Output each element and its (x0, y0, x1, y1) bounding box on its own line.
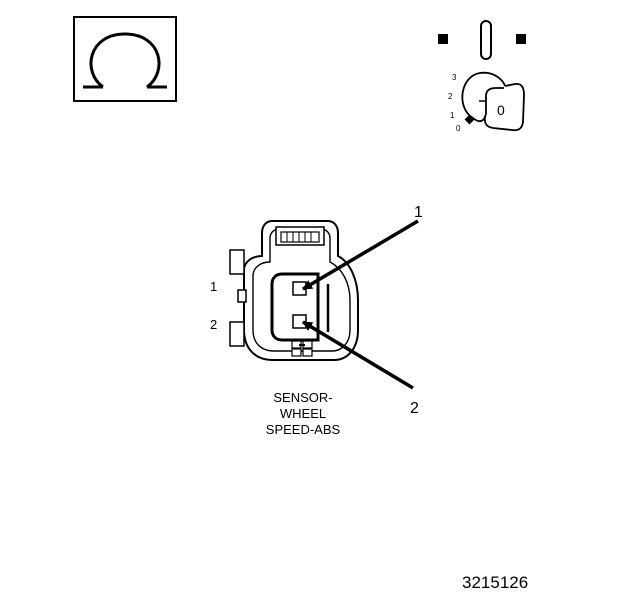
callout-label-1: 1 (414, 204, 423, 221)
connector-caption: SENSOR- WHEEL SPEED-ABS (266, 390, 341, 437)
connector-side-label-2: 2 (210, 317, 217, 332)
key-head-label: 0 (497, 102, 505, 118)
connector-side-label-1: 1 (210, 279, 217, 294)
omega-icon (83, 32, 167, 89)
callout-arrow-1 (302, 219, 419, 291)
key-position-2: 2 (448, 92, 453, 101)
ignition-key-icon: 3 2 1 0 0 (448, 71, 525, 133)
ohmmeter-symbol (73, 16, 177, 102)
key-position-0: 0 (456, 124, 461, 133)
key-position-1: 1 (450, 111, 455, 120)
callout-arrow-2 (302, 320, 414, 390)
indicator-left-mark (438, 34, 448, 44)
figure-id: 3215126 (462, 573, 528, 592)
caption-line-3: SPEED-ABS (266, 422, 341, 437)
indicator-right-mark (516, 34, 526, 44)
caption-line-2: WHEEL (280, 406, 326, 421)
two-pin-connector-icon (229, 220, 359, 361)
ignition-switch-indicator (438, 20, 526, 60)
caption-line-1: SENSOR- (273, 390, 332, 405)
callout-label-2: 2 (410, 400, 419, 417)
key-position-3: 3 (452, 73, 457, 82)
indicator-center-slot (480, 20, 492, 60)
